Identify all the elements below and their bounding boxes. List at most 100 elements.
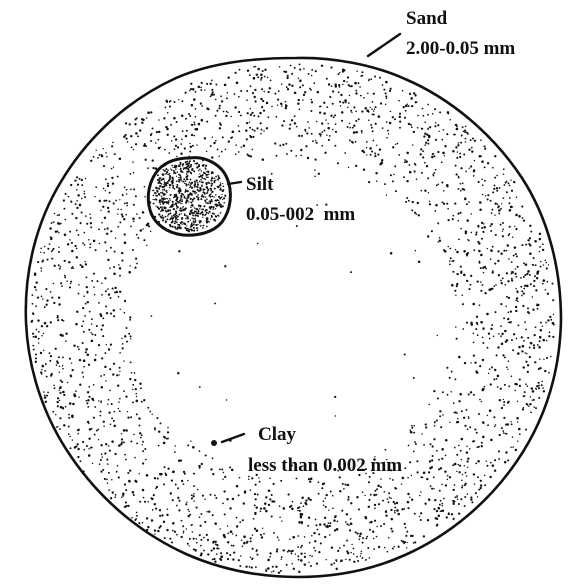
silt-stipple-dot (180, 177, 182, 179)
silt-stipple-dot (179, 179, 181, 181)
sand-stipple-dot (477, 281, 479, 283)
sand-stipple-dot (185, 118, 187, 120)
sand-stipple-dot (198, 465, 201, 468)
sand-stipple-dot (218, 548, 220, 550)
sand-stipple-dot (250, 114, 252, 116)
sand-stipple-dot (456, 251, 459, 254)
sand-stipple-dot (113, 166, 114, 167)
silt-stipple-dot (167, 170, 168, 171)
sand-stipple-dot (455, 146, 457, 148)
sand-stipple-dot (193, 98, 196, 101)
sand-stipple-dot (73, 344, 75, 346)
sand-stipple-dot (324, 536, 326, 538)
sand-stipple-dot (289, 124, 291, 126)
sand-stipple-dot (454, 463, 456, 465)
sand-stipple-dot (206, 107, 209, 110)
sand-stipple-dot (212, 559, 214, 561)
sand-stipple-dot (119, 367, 121, 369)
sand-stipple-dot (244, 492, 246, 494)
sand-stipple-dot (253, 518, 255, 520)
sand-stipple-dot (505, 423, 507, 425)
sand-stipple-dot (291, 563, 293, 565)
silt-stipple-dot (170, 225, 172, 227)
sand-stipple-dot (310, 99, 312, 101)
sand-stipple-dot (277, 536, 279, 538)
sand-stipple-dot (540, 266, 542, 268)
sand-stipple-dot (250, 108, 252, 110)
sand-stipple-dot (380, 486, 382, 488)
sand-stipple-dot (111, 403, 113, 405)
sand-stipple-dot (481, 401, 483, 403)
sand-stipple-dot (123, 218, 125, 220)
sand-stipple-dot (212, 457, 214, 459)
sand-stipple-dot (332, 103, 334, 105)
sand-stipple-dot (135, 195, 137, 197)
sand-stipple-dot (62, 356, 64, 358)
sand-stipple-dot (163, 169, 165, 171)
sand-stipple-dot (110, 424, 112, 426)
sand-stipple-dot (362, 75, 363, 76)
sand-stipple-dot (132, 249, 134, 251)
sand-stipple-dot (399, 127, 401, 129)
sand-stipple-dot (540, 261, 541, 262)
clay-label: Clay (258, 424, 297, 445)
silt-stipple-dot (205, 202, 207, 204)
sand-stipple-dot (44, 396, 46, 398)
sand-stipple-dot (52, 249, 54, 251)
sand-stipple-dot (459, 156, 461, 158)
silt-stipple-dot (187, 230, 189, 232)
sand-stipple-dot (439, 504, 441, 506)
silt-stipple-dot (169, 175, 171, 177)
sand-outline (26, 58, 561, 577)
silt-stipple-dot (162, 203, 164, 205)
sand-stipple-dot (180, 143, 182, 145)
sand-stipple-dot (502, 229, 504, 231)
silt-stipple-dot (221, 196, 222, 197)
sand-stipple-dot (186, 130, 188, 132)
sand-stipple-dot (256, 549, 258, 551)
sand-stipple-dot (318, 173, 320, 175)
sand-stipple-dot (456, 471, 457, 472)
sand-stipple-dot (358, 82, 360, 84)
sand-stipple-dot (300, 546, 302, 548)
sand-stipple-dot (463, 153, 465, 155)
sand-stipple-dot (521, 290, 523, 292)
sand-stipple-dot (77, 433, 79, 435)
sand-stipple-dot (102, 317, 104, 319)
sand-stipple-dot (68, 196, 70, 198)
sand-stipple-dot (433, 438, 435, 440)
sand-stipple-dot (109, 192, 111, 194)
sand-stipple-dot (443, 203, 445, 205)
sand-stipple-dot (135, 393, 137, 395)
sand-stipple-dot (414, 170, 416, 172)
silt-stipple-dot (202, 188, 204, 190)
sand-stipple-dot (87, 406, 89, 408)
silt-stipple-dot (211, 178, 212, 179)
sand-stipple-dot (157, 477, 159, 479)
sand-stipple-dot (501, 203, 502, 204)
sand-stipple-dot (480, 139, 482, 141)
sand-stipple-dot (140, 387, 142, 389)
sand-stipple-dot (370, 107, 371, 108)
sand-stipple-dot (174, 148, 176, 150)
silt-stipple-dot (158, 213, 160, 215)
sand-stipple-dot (274, 93, 276, 95)
silt-stipple-dot (174, 220, 176, 222)
sand-stipple-dot (88, 329, 90, 331)
sand-stipple-dot (170, 492, 172, 494)
sand-stipple-dot (215, 543, 217, 545)
sand-stipple-dot (79, 359, 81, 361)
sand-stipple-dot (65, 340, 67, 342)
silt-stipple-dot (186, 225, 187, 226)
sand-stipple-dot (504, 461, 507, 464)
sand-stipple-dot (355, 131, 358, 134)
sand-stipple-dot (109, 450, 111, 452)
sand-stipple-dot (59, 428, 61, 430)
silt-stipple-dot (216, 204, 218, 206)
sand-stipple-dot (133, 204, 135, 206)
sand-stipple-dot (50, 237, 52, 239)
sand-stipple-dot (102, 206, 104, 208)
sand-stipple-dot (294, 67, 296, 69)
sand-stipple-dot (303, 94, 305, 96)
sand-stipple-dot (50, 355, 52, 357)
